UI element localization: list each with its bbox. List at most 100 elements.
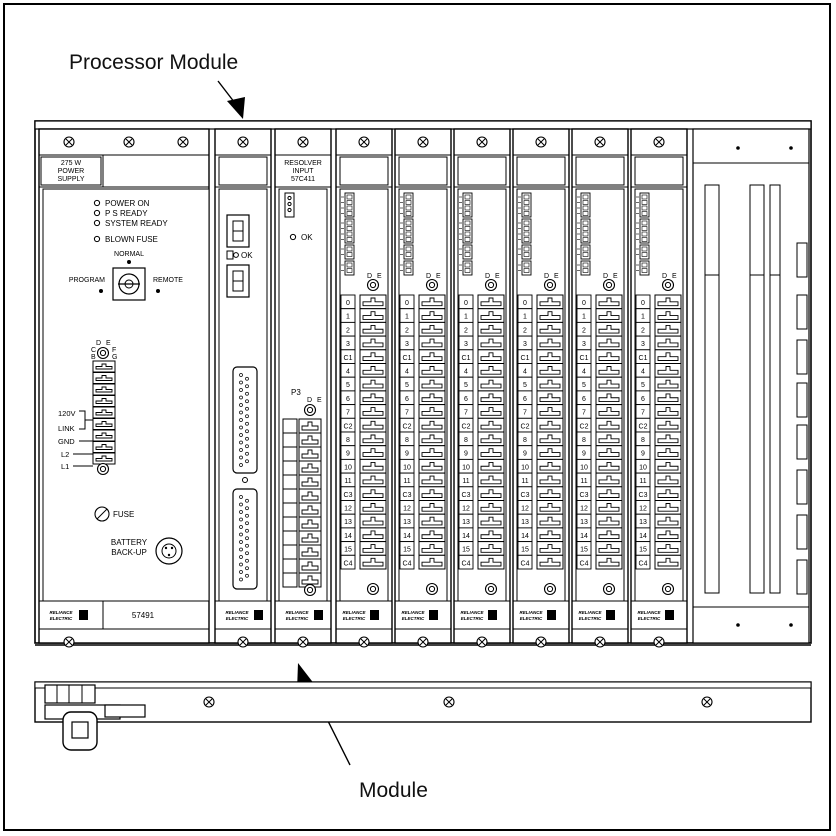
screw-icon [476, 136, 488, 148]
terminal-cell [654, 431, 682, 447]
terminal-cell [595, 349, 623, 364]
io-d: D [426, 273, 431, 280]
rack-diagram: 275 W POWER SUPPLY POWER ON P S READY SY… [34, 51, 812, 802]
channel-label: 7 [346, 410, 350, 417]
terminal-cell [477, 417, 505, 433]
key-program-label: PROGRAM [69, 277, 105, 284]
terminal-cell [595, 335, 623, 351]
channel-label: C1 [521, 355, 530, 362]
brand-line-1: RELIANCE [285, 610, 309, 615]
led-icon [289, 233, 297, 241]
terminal-cell [654, 500, 682, 515]
channel-label: C4 [639, 560, 648, 567]
channel-label: 0 [641, 300, 645, 307]
terminal-cell [298, 488, 322, 504]
power-supply-title-2: POWER [58, 168, 84, 175]
channel-label: 5 [464, 382, 468, 389]
terminal-cell [536, 376, 564, 392]
resolver-connector-label: P3 [291, 388, 301, 397]
screw-icon [594, 136, 606, 148]
terminal-cell [477, 527, 505, 543]
io-e: E [436, 273, 441, 280]
terminal-cell [536, 308, 564, 323]
terminal-cell [359, 321, 387, 337]
brand-line-2: ELECTRIC [286, 616, 309, 621]
seven-segment-display: OK [226, 214, 253, 298]
channel-label: C3 [580, 492, 589, 499]
db-connector-top [232, 366, 258, 474]
terminal-cell [298, 572, 322, 588]
screw-icon [594, 636, 606, 648]
terminal-cell [359, 390, 387, 406]
terminal-cell [477, 541, 505, 556]
channel-label: C4 [521, 560, 530, 567]
terminal-cell [595, 486, 623, 501]
terminal-cell [477, 404, 505, 419]
terminal-cell [536, 513, 564, 529]
terminal-cell [92, 452, 116, 465]
channel-label: 3 [523, 341, 527, 348]
led-icon [93, 235, 101, 243]
brand-line-1: RELIANCE [49, 610, 73, 615]
channel-label: 12 [403, 506, 411, 513]
terminal-cell [477, 390, 505, 406]
terminal-cell [654, 349, 682, 364]
screw-icon [476, 636, 488, 648]
brand-line-2: ELECTRIC [50, 616, 73, 621]
terminal-cell [595, 390, 623, 406]
terminal-cell [418, 417, 446, 433]
terminal-cell [359, 500, 387, 515]
terminal-cell [654, 308, 682, 323]
indicator-power-on: POWER ON [105, 199, 150, 208]
screw-icon [237, 136, 249, 148]
channel-label: C4 [580, 560, 589, 567]
channel-label: 6 [641, 396, 645, 403]
terminal-cell [654, 458, 682, 474]
channel-label: 9 [582, 451, 586, 458]
terminal-cell [92, 383, 116, 396]
terminal-cell [595, 458, 623, 474]
brand-line-2: ELECTRIC [579, 616, 602, 621]
channel-label: C2 [580, 423, 589, 430]
terminal-cell [536, 404, 564, 419]
terminal-label-120v: 120V [58, 409, 76, 418]
terminal-cell [359, 376, 387, 392]
channel-label: 0 [582, 300, 586, 307]
channel-label: C1 [639, 355, 648, 362]
channel-label: 14 [462, 533, 470, 540]
terminal-label-gnd: GND [58, 437, 75, 446]
terminal-cell [359, 294, 387, 310]
channel-label: C4 [403, 560, 412, 567]
terminal-cell [418, 486, 446, 501]
battery-label-1: BATTERY [111, 538, 148, 547]
terminal-cell [654, 486, 682, 501]
terminal-cell [536, 321, 564, 337]
power-supply-front [42, 188, 210, 602]
channel-label: C4 [344, 560, 353, 567]
terminal-cell [92, 441, 116, 453]
channel-label: 8 [523, 437, 527, 444]
channel-label: 10 [344, 464, 352, 471]
terminal-cell [477, 349, 505, 364]
resolver-title-3: 57C411 [291, 176, 315, 183]
channel-label: 10 [580, 464, 588, 471]
terminal-cell [418, 363, 446, 378]
screw-icon [653, 136, 665, 148]
terminal-cell [654, 417, 682, 433]
io-e: E [554, 273, 559, 280]
terminal-cell [418, 390, 446, 406]
terminal-cell [595, 445, 623, 460]
brand-logo-power-supply: RELIANCE ELECTRIC [49, 610, 88, 621]
power-supply-title-3: SUPPLY [57, 176, 84, 183]
channel-label: 5 [582, 382, 586, 389]
terminal-b: B [91, 354, 96, 361]
terminal-cell [359, 458, 387, 474]
terminal-cell [536, 390, 564, 406]
mounting-tab [44, 684, 146, 751]
channel-label: 9 [346, 451, 350, 458]
channel-label: 1 [346, 314, 350, 321]
resolver-input-module: RESOLVER INPUT 57C411 OK P3 D E RELI [274, 128, 332, 648]
